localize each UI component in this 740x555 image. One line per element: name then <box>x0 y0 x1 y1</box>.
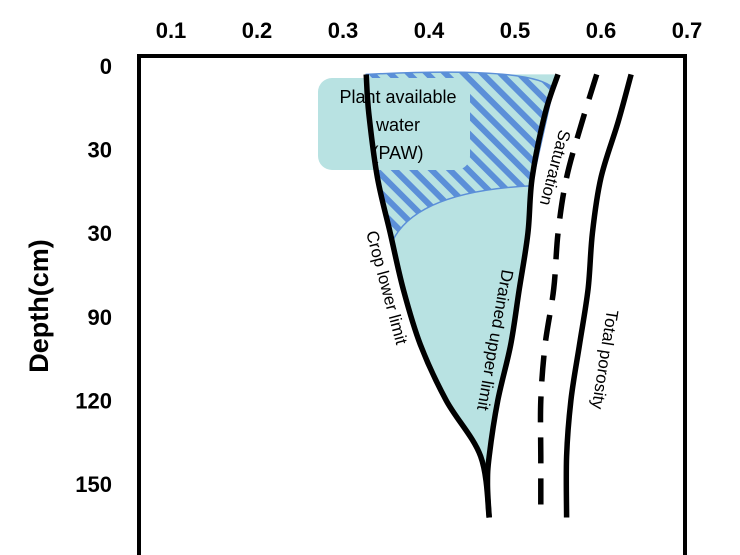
y-tick-label: 30 <box>88 221 112 246</box>
series-label-total-porosity: Total porosity <box>588 308 622 410</box>
x-tick-label: 0.6 <box>586 18 617 43</box>
paw-label-line: (PAW) <box>373 143 424 163</box>
x-tick-label: 0.1 <box>156 18 187 43</box>
series-line-drained-upper-limit <box>484 73 561 518</box>
y-tick-label: 0 <box>100 54 112 79</box>
paw-label-backdrop <box>318 78 470 170</box>
y-tick-label: 30 <box>88 138 112 163</box>
plot-frame <box>137 54 687 555</box>
paw-label-line: Plant available <box>339 87 456 107</box>
x-tick-label: 0.7 <box>672 18 703 43</box>
x-tick-label: 0.5 <box>500 18 531 43</box>
x-tick-label: 0.4 <box>414 18 445 43</box>
paw-label-line: water <box>375 115 420 135</box>
series-line-total-porosity <box>563 73 634 518</box>
x-tick-label: 0.2 <box>242 18 273 43</box>
series-line-saturation <box>537 73 600 518</box>
y-tick-label: 90 <box>88 305 112 330</box>
y-tick-label: 150 <box>75 472 112 497</box>
y-axis-title: Depth(cm) <box>24 239 54 373</box>
axis-ticks: 0.10.20.30.40.50.60.70.80303090120150 <box>75 18 703 497</box>
x-tick-label: 0.3 <box>328 18 359 43</box>
series-line-crop-lower-limit <box>363 74 492 518</box>
y-tick-label: 120 <box>75 388 112 413</box>
